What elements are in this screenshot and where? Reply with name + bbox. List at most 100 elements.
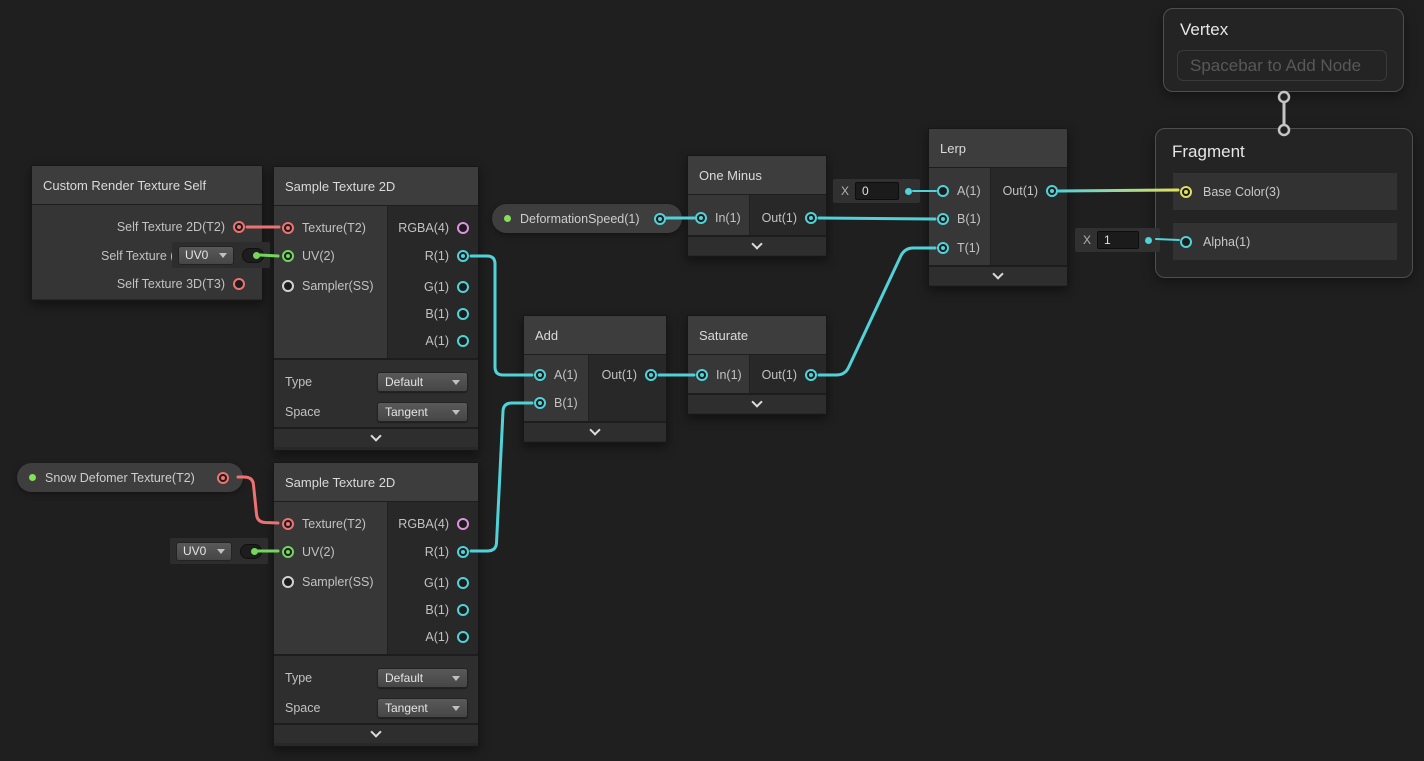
type-dropdown[interactable]: Default — [377, 372, 468, 392]
port-label: Texture(T2) — [302, 220, 366, 235]
output-port-g[interactable] — [457, 280, 469, 293]
default-port-capsule — [242, 247, 264, 263]
input-port-in[interactable] — [695, 211, 707, 224]
output-port-out[interactable] — [805, 211, 817, 224]
x-value-field[interactable]: 1 — [1097, 231, 1140, 249]
default-connector-dot[interactable] — [905, 187, 913, 195]
output-port-self-texture-2d[interactable] — [233, 220, 245, 233]
dropdown-arrow-icon — [219, 252, 227, 258]
port-row: B(1) — [425, 603, 469, 617]
space-dropdown-value: Tangent — [385, 405, 428, 419]
collapse-chevron-button[interactable] — [688, 393, 826, 413]
input-port-b[interactable] — [534, 396, 546, 409]
input-port-uv[interactable] — [282, 545, 294, 558]
port-label: Alpha(1) — [1203, 234, 1251, 249]
collapse-chevron-button[interactable] — [274, 723, 478, 743]
fragment-row-base-color: Base Color(3) — [1173, 173, 1397, 210]
property-output-port[interactable] — [217, 471, 229, 484]
input-port-alpha[interactable] — [1180, 235, 1192, 248]
lerp-a-default-widget: X 0 — [833, 179, 921, 203]
uv-connector-dot[interactable] — [253, 251, 260, 259]
node-saturate[interactable]: Saturate In(1) Out(1) — [687, 315, 827, 415]
uv-channel-dropdown[interactable]: UV0 — [176, 541, 232, 561]
dropdown-arrow-icon — [217, 548, 225, 554]
output-port-rgba[interactable] — [457, 517, 469, 530]
node-sample-texture-2d-bottom[interactable]: Sample Texture 2D Texture(T2) UV(2) Samp… — [273, 462, 479, 747]
output-port-a[interactable] — [457, 630, 469, 643]
space-dropdown-value: Tangent — [385, 701, 428, 715]
x-value-field[interactable]: 0 — [855, 182, 900, 200]
port-row: R(1) — [425, 249, 469, 263]
edge-saturate-out-to-lerp-t[interactable] — [817, 246, 937, 377]
fragment-block[interactable]: Fragment Base Color(3) Alpha(1) — [1155, 128, 1413, 278]
port-label: Out(1) — [601, 367, 637, 382]
output-port-out[interactable] — [645, 368, 657, 381]
node-lerp[interactable]: Lerp A(1) B(1) T(1) Out(1) — [928, 128, 1068, 287]
port-label: B(1) — [425, 306, 449, 321]
output-port-g[interactable] — [457, 576, 469, 589]
exposed-property-dot-icon — [504, 215, 511, 222]
exposed-property-dot-icon — [29, 474, 36, 481]
port-row: B(1) — [425, 306, 469, 321]
fragment-row-alpha: Alpha(1) — [1173, 223, 1397, 260]
collapse-chevron-button[interactable] — [524, 421, 666, 441]
chevron-down-icon — [370, 726, 382, 738]
alpha-default-widget: X 1 — [1075, 228, 1161, 252]
vertex-block[interactable]: Vertex Spacebar to Add Node — [1163, 8, 1404, 92]
node-custom-render-texture-self[interactable]: Custom Render Texture Self Self Texture … — [31, 165, 263, 301]
input-port-texture[interactable] — [282, 221, 294, 234]
node-body: In(1) Out(1) — [688, 195, 826, 235]
input-port-a[interactable] — [937, 184, 949, 197]
input-port-t[interactable] — [937, 241, 949, 254]
x-label: X — [841, 184, 850, 198]
output-port-r[interactable] — [457, 249, 469, 262]
chevron-down-icon — [370, 430, 382, 442]
input-port-in[interactable] — [696, 368, 708, 381]
port-row: Out(1) — [762, 368, 817, 382]
collapse-chevron-button[interactable] — [929, 265, 1067, 285]
output-port-rgba[interactable] — [457, 221, 469, 234]
output-port-self-texture-3d[interactable] — [233, 277, 245, 290]
output-port-r[interactable] — [457, 545, 469, 558]
port-label: G(1) — [424, 575, 449, 590]
port-row: T(1) — [937, 240, 980, 255]
input-port-sampler[interactable] — [282, 575, 294, 588]
input-port-b[interactable] — [937, 212, 949, 225]
port-label: A(1) — [957, 183, 981, 198]
node-one-minus[interactable]: One Minus In(1) Out(1) — [687, 155, 827, 257]
port-row: Texture(T2) — [282, 220, 366, 235]
input-port-uv[interactable] — [282, 249, 294, 262]
input-port-sampler[interactable] — [282, 279, 294, 292]
port-label: T(1) — [957, 240, 980, 255]
output-port-b[interactable] — [457, 307, 469, 320]
property-snow-defomer-texture[interactable]: Snow Defomer Texture(T2) — [17, 463, 243, 492]
node-add[interactable]: Add A(1) B(1) Out(1) — [523, 315, 667, 443]
type-dropdown[interactable]: Default — [377, 668, 468, 688]
edge-oneminus-out-to-lerp-b[interactable] — [817, 216, 937, 221]
uv-channel-dropdown[interactable]: UV0 — [178, 245, 234, 265]
node-title: Saturate — [688, 316, 826, 355]
edge-snow-texture-to-sample2-texture[interactable] — [236, 475, 280, 525]
output-port-out[interactable] — [1046, 184, 1058, 197]
output-port-b[interactable] — [457, 603, 469, 616]
input-port-a[interactable] — [534, 368, 546, 381]
collapse-chevron-button[interactable] — [688, 235, 826, 255]
space-dropdown[interactable]: Tangent — [377, 698, 468, 718]
port-label: Out(1) — [761, 210, 797, 225]
property-deformation-speed[interactable]: DeformationSpeed(1) — [492, 204, 682, 233]
add-node-placeholder[interactable]: Spacebar to Add Node — [1177, 50, 1387, 81]
uv-connector-dot[interactable] — [251, 547, 258, 555]
space-dropdown[interactable]: Tangent — [377, 402, 468, 422]
output-port-a[interactable] — [457, 334, 469, 347]
output-port-out[interactable] — [805, 368, 817, 381]
port-label: B(1) — [554, 395, 578, 410]
port-label: UV(2) — [302, 248, 335, 263]
port-row: B(1) — [534, 395, 578, 410]
node-sample-texture-2d-top[interactable]: Sample Texture 2D Texture(T2) UV(2) Samp… — [273, 166, 479, 451]
input-port-texture[interactable] — [282, 517, 294, 530]
default-connector-dot[interactable] — [1145, 236, 1153, 244]
collapse-chevron-button[interactable] — [274, 427, 478, 447]
input-port-base-color[interactable] — [1180, 185, 1192, 198]
property-output-port[interactable] — [654, 212, 666, 225]
